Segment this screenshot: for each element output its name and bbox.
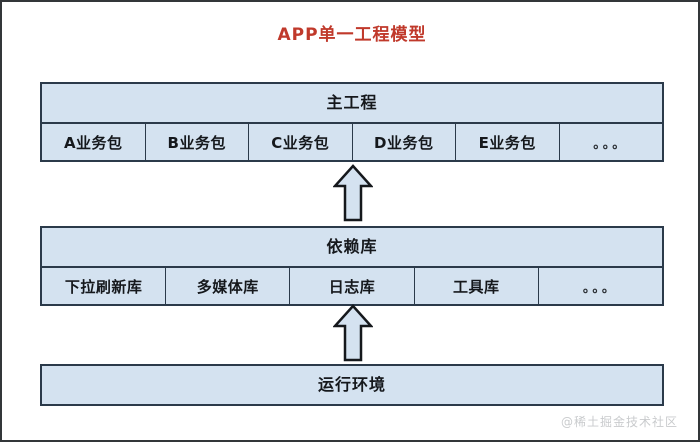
layer-runtime-header: 运行环境 <box>42 366 662 404</box>
watermark: @稀土掘金技术社区 <box>560 415 678 429</box>
dependency-cell-tools: 工具库 <box>414 268 539 304</box>
layer-main-project: 主工程 A业务包 B业务包 C业务包 D业务包 E业务包 。。。 <box>40 82 664 162</box>
dependency-cell-more: 。。。 <box>538 268 663 304</box>
dependency-cell-logging: 日志库 <box>290 268 415 304</box>
business-package-cell-b: B业务包 <box>145 124 249 160</box>
dependency-cell-multimedia: 多媒体库 <box>166 268 291 304</box>
layer-runtime: 运行环境 <box>40 364 664 406</box>
dependency-cell-pull-to-refresh: 下拉刷新库 <box>42 268 167 304</box>
business-package-cell-e: E业务包 <box>456 124 560 160</box>
layer-dependency-cells: 下拉刷新库 多媒体库 日志库 工具库 。。。 <box>42 266 663 304</box>
layer-main-project-header: 主工程 <box>42 84 662 122</box>
business-package-cell-d: D业务包 <box>352 124 456 160</box>
business-package-cell-a: A业务包 <box>42 124 146 160</box>
layer-main-project-cells: A业务包 B业务包 C业务包 D业务包 E业务包 。。。 <box>42 122 662 160</box>
business-package-cell-more: 。。。 <box>559 124 662 160</box>
layer-dependency-header: 依赖库 <box>42 228 662 266</box>
business-package-cell-c: C业务包 <box>249 124 353 160</box>
arrow-up-runtime-to-dependency <box>333 304 373 362</box>
diagram-title: APP单一工程模型 <box>277 25 427 45</box>
layer-dependency: 依赖库 下拉刷新库 多媒体库 日志库 工具库 。。。 <box>40 226 664 306</box>
arrow-up-dependency-to-main <box>333 164 373 222</box>
